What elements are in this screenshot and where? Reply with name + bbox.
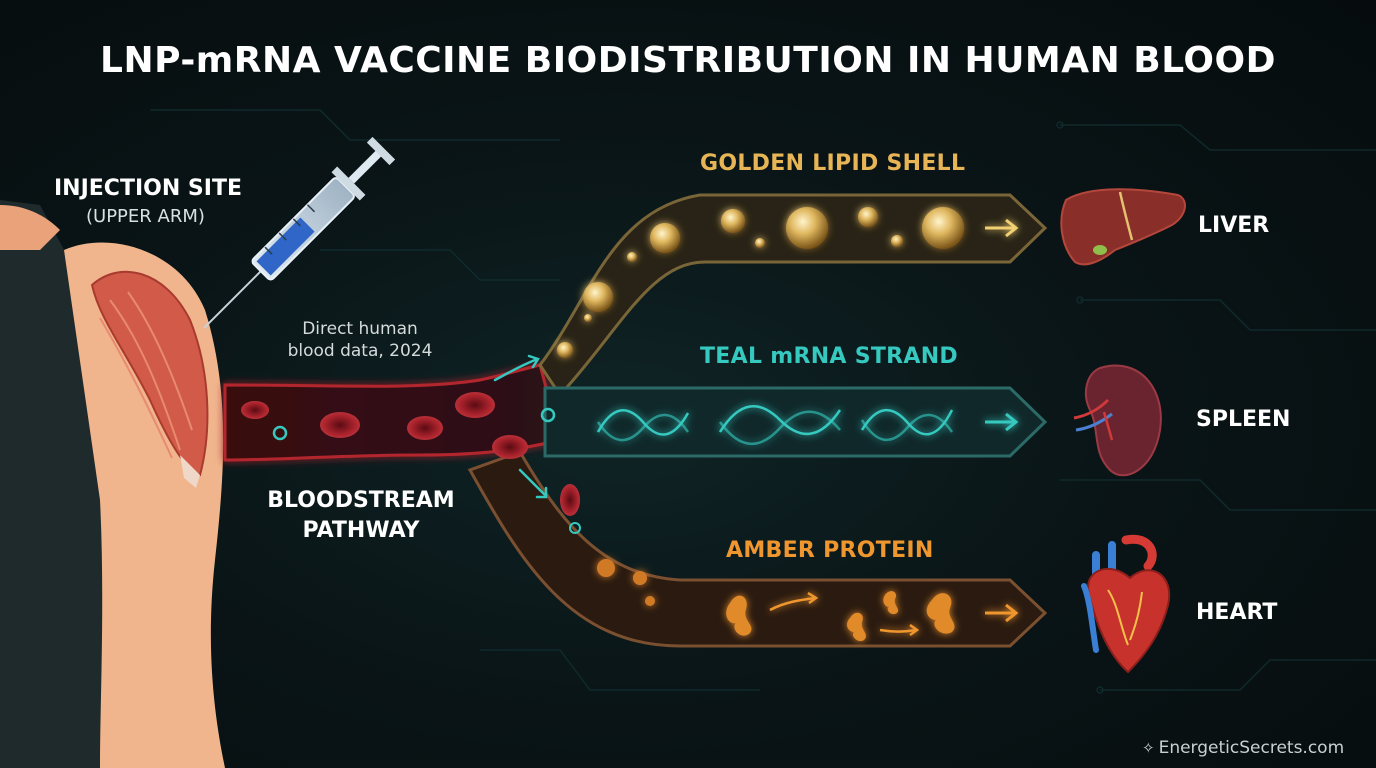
arm-illustration [0,200,225,768]
red-blood-cells [241,392,581,534]
lipid-shell-label: GOLDEN LIPID SHELL [700,151,966,176]
spleen-icon [1073,364,1162,477]
brand-watermark: ✧EnergeticSecrets.com [1142,738,1344,758]
data-source-note-line2: blood data, 2024 [287,341,433,361]
amber-protein-label: AMBER PROTEIN [726,538,934,563]
bloodstream-label-line2: PATHWAY [302,518,420,543]
bloodstream-label-line1: BLOODSTREAM [267,488,455,513]
injection-site-title: INJECTION SITE [54,176,242,201]
syringe-icon [203,136,396,329]
amber-protein-particles [597,559,1019,642]
branch-mrna [543,386,1048,458]
branch-protein [467,450,1048,648]
heart-label: HEART [1196,600,1278,625]
bloodstream-label: BLOODSTREAM PATHWAY [248,486,474,546]
circuit-lines [150,109,1376,694]
page-title: LNP-mRNA VACCINE BIODISTRIBUTION IN HUMA… [100,40,1276,81]
spleen-label: SPLEEN [1196,407,1291,432]
heart-icon [1081,534,1171,674]
injection-site-subtitle: (UPPER ARM) [86,206,205,227]
mrna-strand-label: TEAL mRNA STRAND [700,344,958,369]
liver-label: LIVER [1198,213,1270,238]
mrna-strand-particles [596,405,1019,445]
sparkle-icon: ✧ [1142,739,1155,757]
data-source-note-line1: Direct human [302,319,418,339]
flow-arrows [493,354,548,499]
data-source-note: Direct human blood data, 2024 [270,318,450,362]
liver-icon [1060,188,1186,266]
brand-text: EnergeticSecrets.com [1158,738,1345,758]
lipid-shell-particles [557,207,1019,358]
